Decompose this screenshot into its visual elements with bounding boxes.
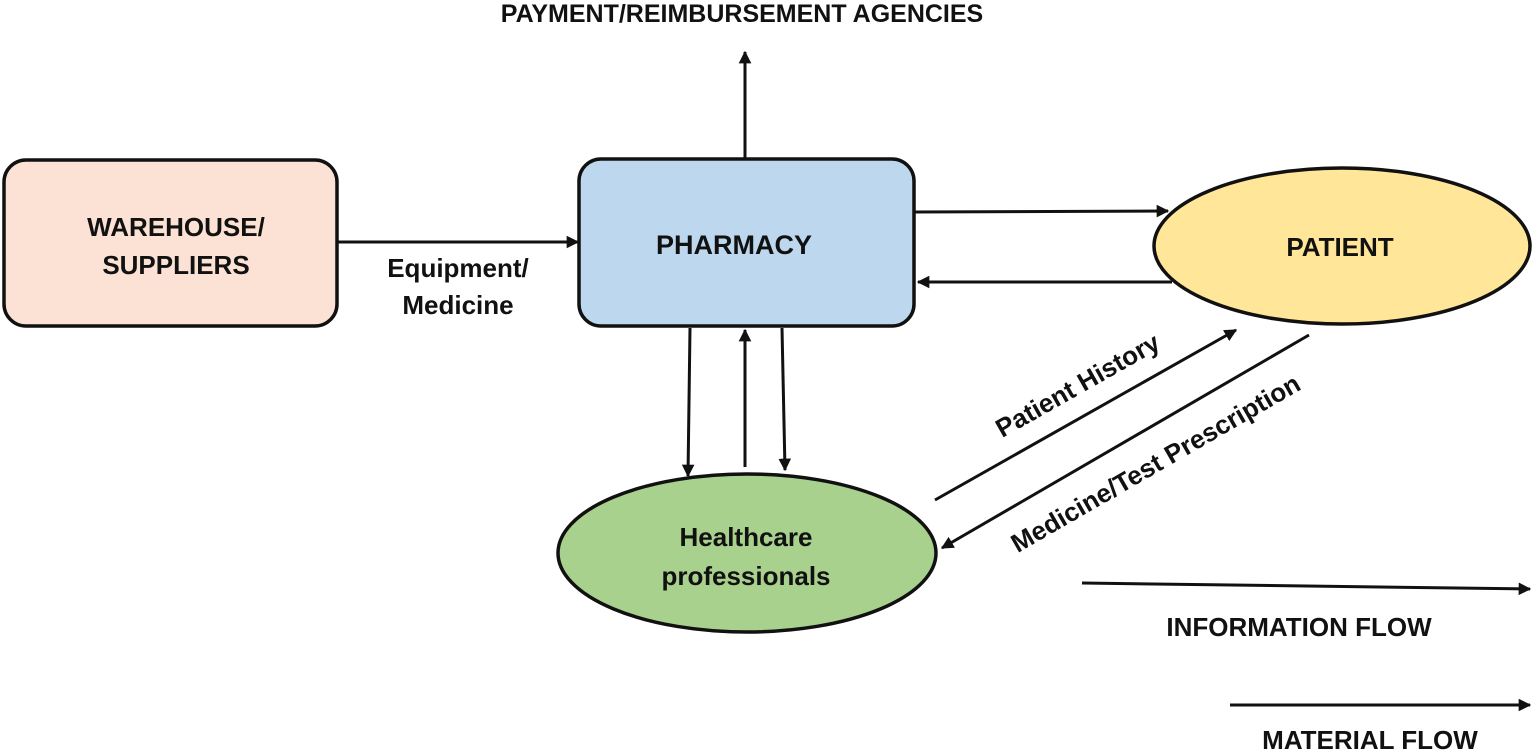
healthcare-label-line1: Healthcare	[680, 522, 813, 552]
equipment-medicine-label-line1: Equipment/	[387, 253, 529, 283]
legend-information-flow-arrow	[1081, 581, 1532, 596]
warehouse-label-line1: WAREHOUSE/	[87, 212, 265, 242]
arrow-pharmacy-to-healthcare-right	[778, 327, 792, 472]
pharmacy-label: PHARMACY	[656, 230, 812, 260]
arrow-pharmacy-to-healthcare-left	[681, 327, 695, 478]
arrow-patient-to-healthcare	[940, 333, 1310, 550]
healthcare-label-line2: professionals	[661, 561, 830, 591]
warehouse-suppliers-node	[2, 158, 339, 328]
legend-information-flow-label: INFORMATION FLOW	[1166, 612, 1432, 642]
arrow-healthcare-to-patient	[934, 328, 1238, 502]
healthcare-professionals-node	[556, 472, 938, 634]
legend-material-flow-label: MATERIAL FLOW	[1262, 725, 1478, 752]
arrow-pharmacy-to-patient	[914, 204, 1170, 218]
equipment-medicine-label-line2: Medicine	[402, 290, 513, 320]
patient-node	[1152, 166, 1532, 326]
payment-agencies-label: PAYMENT/REIMBURSEMENT AGENCIES	[501, 0, 983, 28]
patient-label: PATIENT	[1286, 232, 1393, 262]
warehouse-label-line2: SUPPLIERS	[102, 250, 249, 280]
pharmacy-node	[577, 157, 916, 328]
